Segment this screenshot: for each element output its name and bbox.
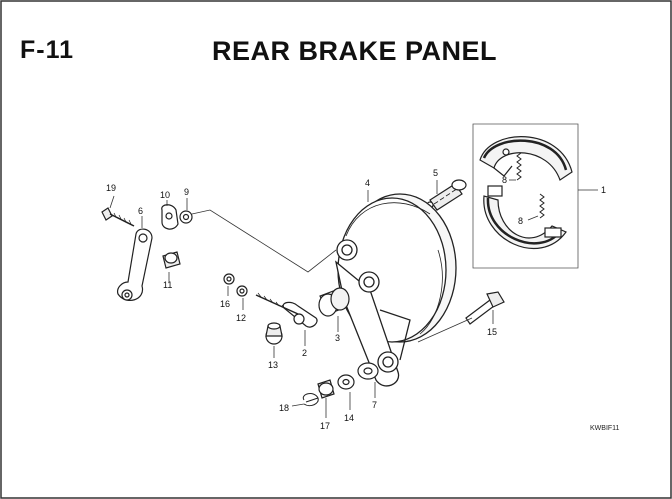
callout-10: 10: [160, 190, 170, 200]
cotter-pin-18: [302, 393, 319, 407]
callout-12: 12: [236, 313, 246, 323]
callout-16: 16: [220, 299, 230, 309]
nut-12: [236, 285, 248, 297]
indicator-arm-6: [117, 228, 153, 302]
brake-panel: [334, 193, 457, 387]
callout-14: 14: [344, 413, 354, 423]
shoe-set-box: [472, 123, 579, 269]
callout-4: 4: [365, 178, 370, 188]
collar: [318, 287, 350, 317]
callout-3: 3: [335, 333, 340, 343]
brake-arm-2: [255, 292, 318, 328]
bolt-19: [101, 207, 135, 227]
washer-9: [179, 210, 193, 224]
nut-16: [223, 273, 235, 285]
flange-nut-13: [265, 322, 283, 345]
brake-shoe-set: [472, 123, 579, 269]
callout-11: 11: [163, 280, 172, 290]
nut-11: [162, 251, 181, 269]
callout-8-lower: 8: [518, 216, 523, 226]
callout-17: 17: [320, 421, 330, 431]
washer-7: [357, 362, 379, 380]
callout-1: 1: [601, 185, 606, 195]
callout-7: 7: [372, 400, 377, 410]
callout-6: 6: [138, 206, 143, 216]
axle-bolt-15: [465, 291, 505, 325]
brake-cam: [426, 179, 467, 211]
callout-9: 9: [184, 187, 189, 197]
castle-nut-17: [317, 379, 335, 399]
diagram-ref-code: KWBIF11: [590, 425, 620, 432]
callout-5: 5: [433, 168, 438, 178]
callout-8-upper: 8: [502, 175, 507, 185]
leader-lines: [109, 179, 598, 418]
callout-15: 15: [487, 327, 497, 337]
spring-upper: [516, 152, 522, 181]
callout-18: 18: [279, 403, 289, 413]
callout-19: 19: [106, 183, 116, 193]
washer-14: [337, 374, 355, 390]
page-title: REAR BRAKE PANEL: [212, 36, 498, 66]
callout-2: 2: [302, 348, 307, 358]
plate-10: [161, 204, 179, 230]
section-code: F-11: [20, 36, 75, 64]
spring-lower: [539, 193, 545, 219]
callout-13: 13: [268, 360, 278, 370]
